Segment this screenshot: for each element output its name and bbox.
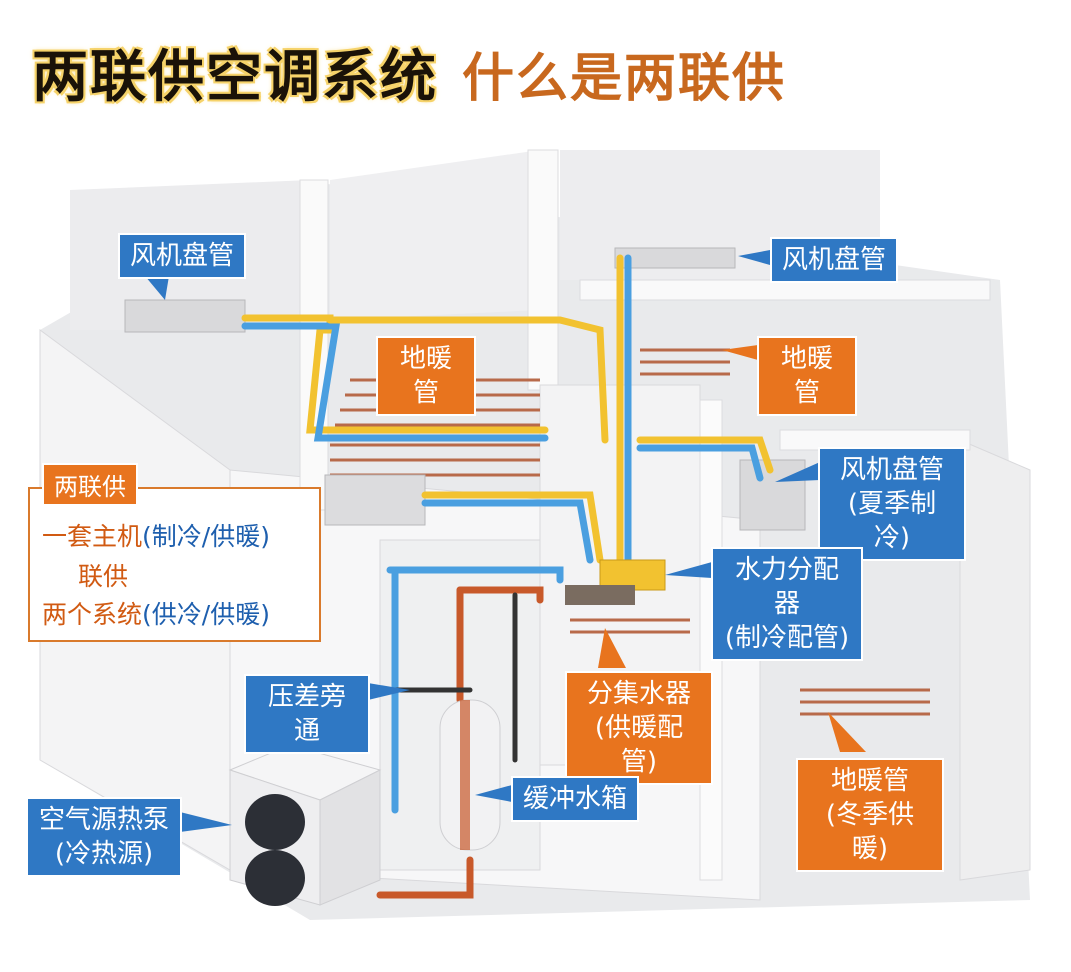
outer-wall-right <box>959 439 1031 881</box>
legend-box: 两联供 一套主机(制冷/供暖) 联供 两个系统(供冷/供暖) <box>28 463 321 642</box>
partition-5 <box>579 279 991 301</box>
arrow-bypass <box>368 683 410 700</box>
wall-back-mid <box>330 150 540 320</box>
page-title: 两联供空调系统 <box>32 45 438 110</box>
legend-line-3-note: (供冷/供暖) <box>142 600 270 629</box>
label-heat-pump: 空气源热泵 (冷热源) <box>26 797 182 877</box>
partition-2 <box>527 149 559 391</box>
heat-pump-fan-2 <box>245 850 305 906</box>
arrow-floor-heating-2 <box>722 345 758 360</box>
floor-coil-bottom <box>570 618 690 634</box>
label-fan-coil-summer-line2: (夏季制冷) <box>847 489 937 553</box>
label-fan-coil-summer-line1: 风机盘管 <box>839 455 944 485</box>
label-manifold-line2: (供暖配管) <box>594 713 684 777</box>
label-floor-heating-1: 地暖管 <box>376 336 476 416</box>
label-buffer-tank: 缓冲水箱 <box>511 776 639 822</box>
arrow-fan-coil-summer <box>775 462 820 482</box>
buffer-tank-band <box>460 700 470 850</box>
page-subtitle: 什么是两联供 <box>462 49 787 109</box>
arrow-floor-winter <box>828 712 866 752</box>
pipe-blue-5 <box>421 499 594 564</box>
arrow-fan-coil-2 <box>738 250 770 265</box>
legend-line-1-main: 一套主机 <box>42 522 143 551</box>
pipe-copper-3 <box>376 856 474 899</box>
label-floor-winter: 地暖管 (冬季供暖) <box>796 758 944 872</box>
label-manifold: 分集水器 (供暖配管) <box>565 671 713 785</box>
label-floor-winter-line1: 地暖管 <box>830 766 909 796</box>
pipe-blue-supply <box>386 566 564 584</box>
heat-pump-side <box>319 769 381 906</box>
label-hydraulic-distributor-line1: 水力分配器 <box>734 555 839 619</box>
legend-line-3-main: 两个系统 <box>42 600 143 629</box>
label-hydraulic-distributor: 水力分配器 (制冷配管) <box>711 547 863 661</box>
label-heat-pump-line2: (冷热源) <box>54 839 154 869</box>
legend-line-3: 两个系统(供冷/供暖) <box>42 595 270 631</box>
fan-coil-unit-1 <box>124 299 246 333</box>
arrow-heat-pump <box>180 812 232 832</box>
heat-pump-fan-1 <box>245 794 305 850</box>
label-heat-pump-line1: 空气源热泵 <box>38 805 169 835</box>
pipe-yellow-5 <box>421 491 604 564</box>
fan-coil-unit-2 <box>614 247 736 269</box>
floor-coil-right <box>800 688 930 716</box>
label-fan-coil-2: 风机盘管 <box>770 237 898 283</box>
fan-coil-unit-4 <box>324 474 426 526</box>
arrow-distributor <box>665 562 712 578</box>
label-manifold-line1: 分集水器 <box>586 679 691 709</box>
pipe-copper-1 <box>456 586 544 604</box>
label-fan-coil-1: 风机盘管 <box>118 233 246 279</box>
pipe-blue-4 <box>636 444 764 482</box>
label-floor-heating-2: 地暖管 <box>757 336 857 416</box>
pipe-yellow-2 <box>326 316 609 444</box>
label-fan-coil-summer: 风机盘管 (夏季制冷) <box>818 447 966 561</box>
legend-line-1-note: (制冷/供暖) <box>142 522 270 551</box>
arrow-buffer <box>475 785 512 802</box>
manifold-unit <box>565 585 635 605</box>
arrow-manifold <box>598 628 626 668</box>
partition-1 <box>299 179 329 511</box>
legend-line-2: 联供 <box>78 562 129 591</box>
legend-title: 两联供 <box>42 463 138 506</box>
legend-line-1: 一套主机(制冷/供暖) <box>42 517 270 553</box>
label-bypass: 压差旁通 <box>244 674 370 754</box>
pipe-yellow-1 <box>241 314 549 434</box>
pipe-blue-1 <box>241 322 549 442</box>
floor-coil-upper <box>640 348 730 376</box>
pipe-yellow-4 <box>636 436 774 474</box>
label-floor-winter-line2: (冬季供暖) <box>825 800 915 864</box>
label-hydraulic-distributor-line2: (制冷配管) <box>724 623 850 653</box>
